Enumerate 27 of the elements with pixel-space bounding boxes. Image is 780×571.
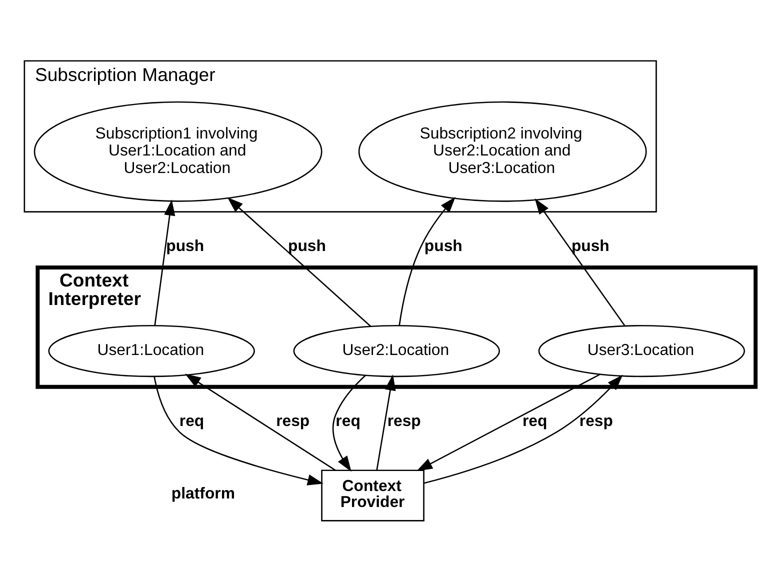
edge-label: req [336,413,360,430]
arrow [154,200,176,326]
node-ellipse: User3:Location [538,324,746,378]
node-ellipse: User2:Location [293,324,500,378]
edge-label: push [571,238,610,256]
arrow [154,376,324,486]
node-ellipse: Subscription1 involving User1:Location and User2:Location [34,101,322,202]
arrow [184,374,336,471]
edge-label: push [288,238,326,256]
arrow [227,197,372,327]
label: platform [171,485,235,502]
arrow [398,196,456,326]
edge-label: push [166,238,204,256]
edge-label: req [522,413,548,430]
edge-label: resp [387,413,421,430]
node-ellipse: User1:Location [48,324,255,378]
edge-label: resp [276,413,310,430]
edge-label: resp [579,413,613,430]
arrow [424,374,623,484]
arrow [534,198,626,326]
node-ellipse: Subscription2 involving User2:Location and User3:Location [358,101,647,202]
arrow [416,374,601,472]
node-box: Context Provider [321,470,424,522]
edge-label: push [424,238,462,256]
arrow [376,374,396,470]
arrow [332,375,366,472]
edge-label: req [179,413,204,430]
